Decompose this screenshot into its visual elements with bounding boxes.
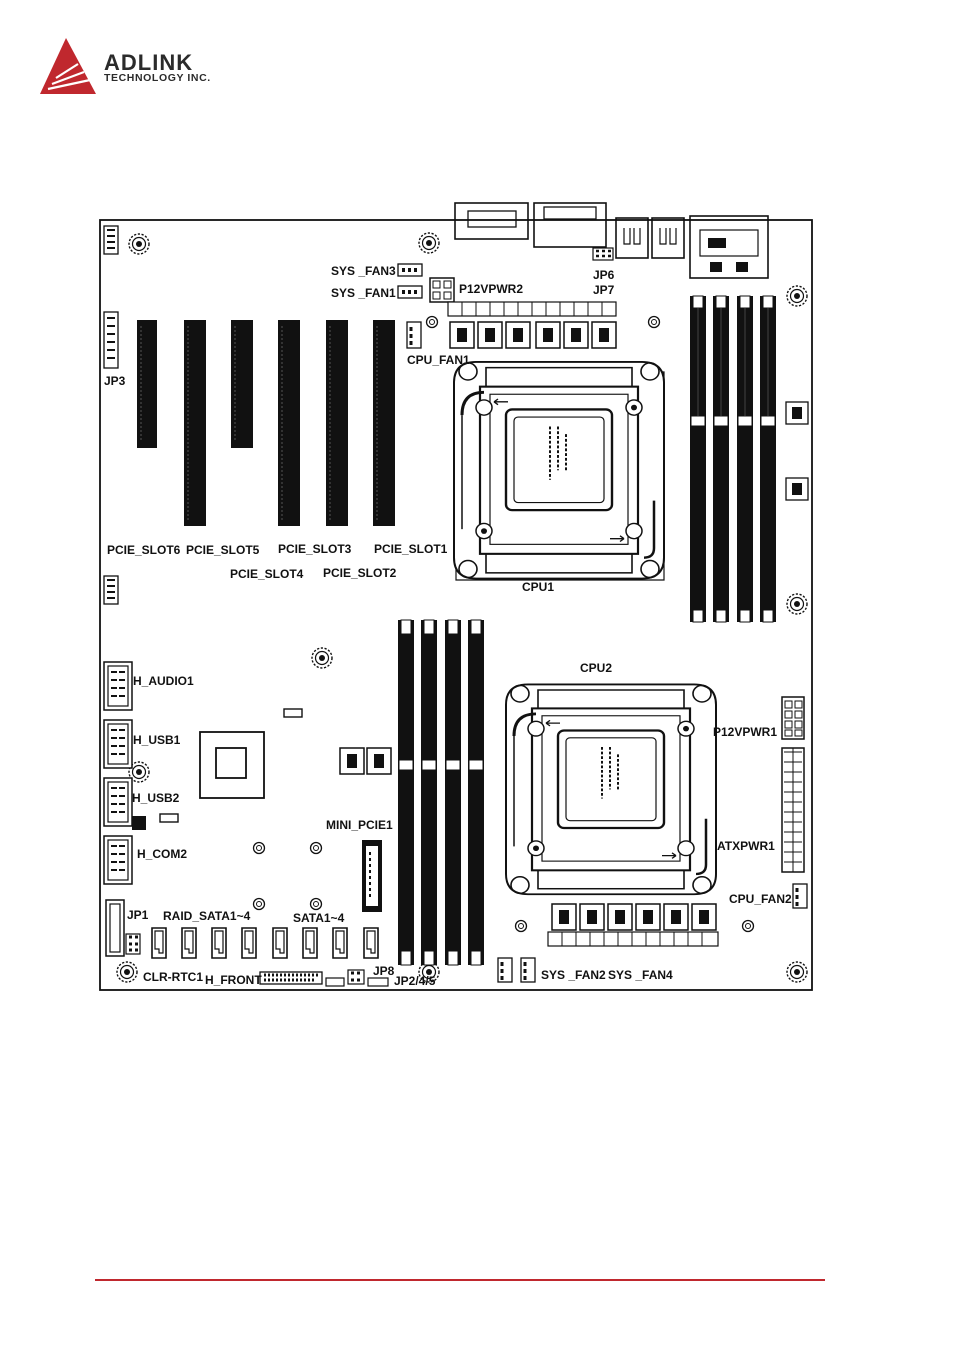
label-sys-fan2: SYS _FAN2 <box>541 968 606 982</box>
label-h-front: H_FRONT <box>205 973 262 987</box>
cpu-fan1-header <box>407 322 421 348</box>
pcie-slot1-shape <box>373 320 395 526</box>
label-mini-pcie1: MINI_PCIE1 <box>326 818 393 832</box>
sys-fan2-header <box>498 958 512 982</box>
label-sys-fan4: SYS _FAN4 <box>608 968 673 982</box>
label-pcie-slot4: PCIE_SLOT4 <box>230 567 304 581</box>
label-jp1: JP1 <box>127 908 149 922</box>
label-sys-fan3: SYS _FAN3 <box>331 264 396 278</box>
atxpwr1-connector <box>782 748 804 872</box>
footer-rule <box>95 1279 825 1281</box>
label-cpu2: CPU2 <box>580 661 612 675</box>
sys-fan3-header <box>398 264 422 276</box>
cpu1-socket <box>454 362 664 580</box>
jp2-4-5-jumper <box>368 978 388 986</box>
label-h-audio1: H_AUDIO1 <box>133 674 194 688</box>
cpu2-socket <box>506 684 716 894</box>
label-sata: SATA1~4 <box>293 911 345 925</box>
label-cpu-fan2: CPU_FAN2 <box>729 892 792 906</box>
label-atxpwr1: ATXPWR1 <box>717 839 775 853</box>
label-jp8: JP8 <box>373 964 395 978</box>
label-h-usb2: H_USB2 <box>132 791 180 805</box>
label-h-usb1: H_USB1 <box>133 733 181 747</box>
cpu1-vrm <box>448 302 616 348</box>
label-h-com2: H_COM2 <box>137 847 187 861</box>
pcie-slots <box>137 320 395 526</box>
cpu-fan2-header <box>793 884 807 908</box>
label-clr-rtc1: CLR-RTC1 <box>143 970 203 984</box>
sys-fan1-header <box>398 286 422 298</box>
cpu1-dimm-slots <box>690 296 776 622</box>
label-raid-sata: RAID_SATA1~4 <box>163 909 251 923</box>
rear-io <box>455 203 768 278</box>
jp1-header <box>106 900 124 956</box>
label-jp6: JP6 <box>593 268 615 282</box>
label-sys-fan1: SYS _FAN1 <box>331 286 396 300</box>
label-cpu-fan1: CPU_FAN1 <box>407 353 470 367</box>
label-pcie-slot1: PCIE_SLOT1 <box>374 542 448 556</box>
cpu2-vrm <box>548 904 718 946</box>
p12vpwr1-connector <box>782 697 804 739</box>
label-p12vpwr1: P12VPWR1 <box>713 725 777 739</box>
label-jp2-4-5: JP2/4/5 <box>394 974 436 988</box>
pcie-slot6-shape <box>137 320 157 448</box>
pcie-slot3-shape <box>278 320 300 526</box>
cpu2-dimm-slots <box>398 620 484 965</box>
pcie-slot4-shape <box>231 320 253 448</box>
label-jp3: JP3 <box>104 374 126 388</box>
pcie-slot5-shape <box>184 320 206 526</box>
label-pcie-slot6: PCIE_SLOT6 <box>107 543 181 557</box>
pcie-slot2-shape <box>326 320 348 526</box>
sys-fan4-header <box>521 958 535 982</box>
label-jp7: JP7 <box>593 283 615 297</box>
small-ic <box>284 709 302 717</box>
label-pcie-slot5: PCIE_SLOT5 <box>186 543 260 557</box>
label-pcie-slot3: PCIE_SLOT3 <box>278 542 352 556</box>
label-cpu1: CPU1 <box>522 580 554 594</box>
sata-ports <box>152 928 378 958</box>
p12vpwr2-connector <box>430 278 454 302</box>
label-pcie-slot2: PCIE_SLOT2 <box>323 566 397 580</box>
jp8-jumper <box>348 970 364 984</box>
label-p12vpwr2: P12VPWR2 <box>459 282 523 296</box>
